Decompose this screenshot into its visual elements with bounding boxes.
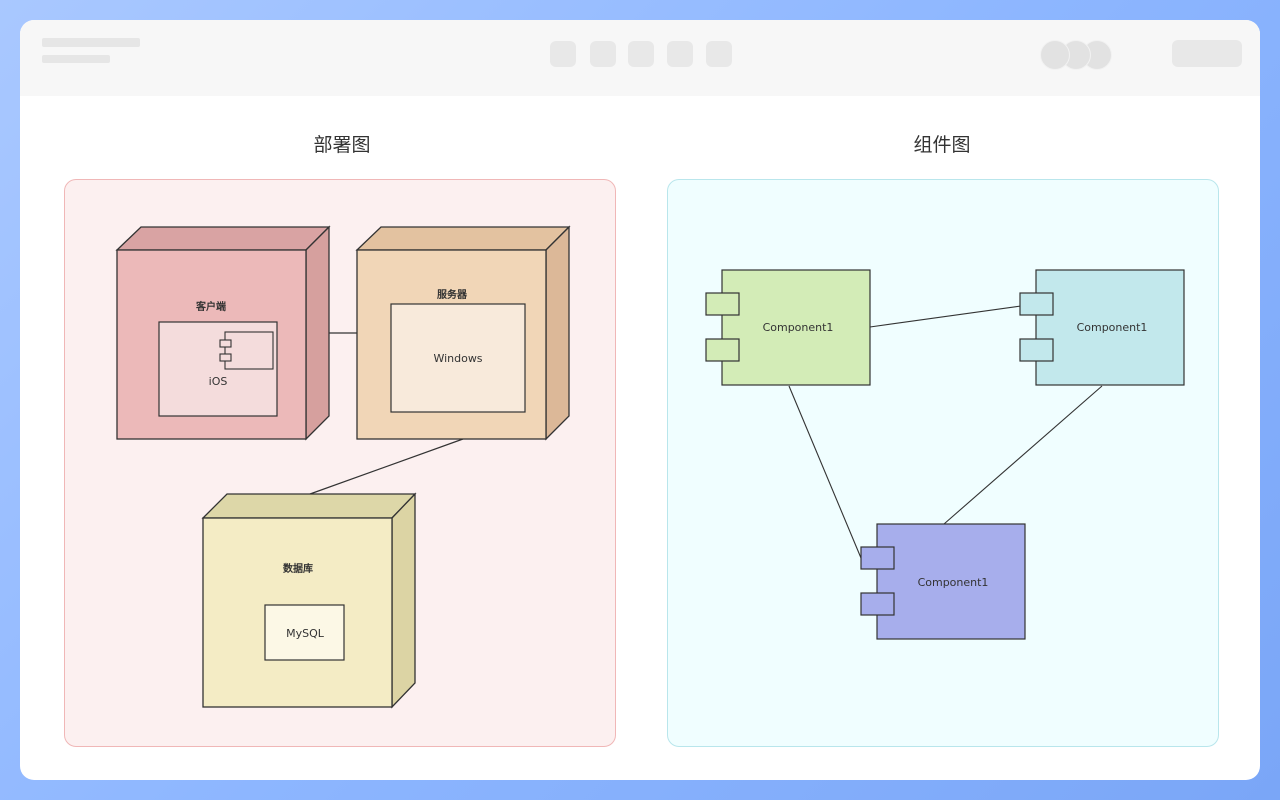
client-artifact-label: iOS <box>209 375 228 388</box>
component-icon-port-bottom <box>219 353 232 362</box>
toolbar-button-1[interactable] <box>550 41 576 67</box>
component-diagram-title: 组件图 <box>913 134 971 156</box>
database-node-side-face <box>391 492 416 709</box>
component-c[interactable]: Component1 <box>860 523 1026 640</box>
toolbar-button-5[interactable] <box>706 41 732 67</box>
component-a[interactable]: Component1 <box>705 269 871 386</box>
toolbar <box>20 20 1260 96</box>
database-artifact-box[interactable] <box>264 604 345 661</box>
component-b-body <box>1035 269 1185 386</box>
database-node-top-face <box>201 493 417 519</box>
component-c-port-bottom <box>860 592 895 616</box>
server-artifact-box[interactable] <box>390 303 526 413</box>
component-icon <box>224 331 274 370</box>
client-node-label: 客户端 <box>195 300 226 313</box>
component-b-label: Component1 <box>1077 321 1148 334</box>
collaborator-avatar-1[interactable] <box>1040 40 1070 70</box>
component-c-label: Component1 <box>918 576 989 589</box>
client-node[interactable]: 客户端 iOS <box>115 225 331 441</box>
diagram-canvas: 客户端 iOS 服务器 Windows 数据库 MySQL <box>115 225 1185 709</box>
component-c-body <box>876 523 1026 640</box>
client-node-side-face <box>305 225 330 441</box>
server-node-label: 服务器 <box>437 288 468 301</box>
database-artifact-label: MySQL <box>286 627 325 640</box>
component-b-port-bottom <box>1019 338 1054 362</box>
server-node[interactable]: 服务器 Windows <box>355 225 571 441</box>
database-node-label: 数据库 <box>283 562 313 575</box>
app-window: 部署图 组件图 客户端 iOS 服务器 Windows <box>20 20 1260 780</box>
component-a-label: Component1 <box>763 321 834 334</box>
document-subtitle-placeholder <box>42 55 110 63</box>
client-node-top-face <box>115 226 331 251</box>
share-button[interactable] <box>1172 40 1242 67</box>
document-title-placeholder <box>42 38 140 47</box>
server-database-connector <box>309 438 464 495</box>
component-a-port-top <box>705 292 740 316</box>
component-connector-a-c <box>788 385 862 559</box>
component-a-port-bottom <box>705 338 740 362</box>
toolbar-button-4[interactable] <box>667 41 693 67</box>
toolbar-button-2[interactable] <box>590 41 616 67</box>
component-b-port-top <box>1019 292 1054 316</box>
toolbar-button-3[interactable] <box>628 41 654 67</box>
component-connector-a-b <box>869 305 1022 328</box>
server-node-top-face <box>355 226 571 251</box>
deployment-diagram-title: 部署图 <box>313 134 371 156</box>
server-node-side-face <box>545 225 570 441</box>
component-b[interactable]: Component1 <box>1019 269 1185 386</box>
component-c-port-top <box>860 546 895 570</box>
component-connector-b-c <box>943 385 1103 525</box>
component-a-body <box>721 269 871 386</box>
server-artifact-label: Windows <box>433 352 482 365</box>
component-icon-port-top <box>219 339 232 348</box>
database-node[interactable]: 数据库 MySQL <box>201 492 417 709</box>
